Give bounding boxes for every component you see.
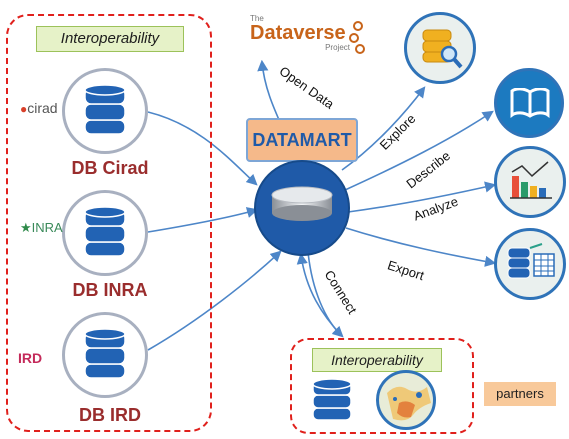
analyze-circle — [494, 146, 566, 218]
database-table-icon — [507, 243, 555, 279]
db-inra-label: DB INRA — [72, 280, 148, 300]
cirad-logo-text: cirad — [27, 100, 58, 116]
arrow-export — [345, 227, 497, 267]
partners-tag: partners — [484, 382, 556, 406]
cirad-logo: ●cirad — [20, 100, 58, 116]
datamart-hub — [254, 160, 350, 256]
datamart-title: DATAMART — [252, 130, 352, 150]
db-inra-icon — [84, 206, 126, 257]
dataverse-small-text: The — [250, 14, 264, 23]
partner-map-icon — [376, 370, 436, 430]
bar-chart-icon — [510, 161, 552, 199]
db-ird-icon — [84, 328, 126, 379]
datamart-box: DATAMART — [246, 118, 358, 162]
map-globe-icon — [387, 386, 431, 421]
arrow-ird — [147, 250, 282, 351]
book-icon — [510, 88, 550, 118]
left-interoperability-panel — [6, 14, 212, 432]
left-interop-label: Interoperability — [36, 26, 184, 52]
db-cirad-label: DB Cirad — [71, 158, 149, 178]
partner-database-icon — [312, 378, 352, 421]
dataverse-logo: The Dataverse Project — [250, 14, 368, 64]
dataverse-sub-text: Project — [325, 43, 350, 52]
partners-label: partners — [496, 386, 544, 401]
dataverse-name: Dataverse — [250, 22, 346, 44]
ird-logo: IRD — [18, 350, 42, 366]
db-ird-label: DB IRD — [79, 405, 141, 425]
inra-logo: ★INRA — [20, 220, 63, 235]
inra-logo-text: INRA — [31, 220, 63, 235]
bottom-interoperability-panel — [290, 338, 474, 434]
bottom-interop-label: Interoperability — [312, 348, 442, 372]
arrow-describe — [344, 110, 494, 191]
dataverse-nodes-icon — [349, 21, 365, 54]
arrow-analyze — [347, 181, 497, 213]
hub-disk-icon — [271, 186, 333, 221]
arrow-inra — [147, 207, 259, 233]
arrow-connect-back — [296, 252, 343, 337]
database-search-icon — [422, 29, 463, 69]
db-cirad-icon — [84, 84, 126, 135]
ird-logo-text: IRD — [18, 350, 43, 366]
arrow-explore — [341, 86, 426, 171]
